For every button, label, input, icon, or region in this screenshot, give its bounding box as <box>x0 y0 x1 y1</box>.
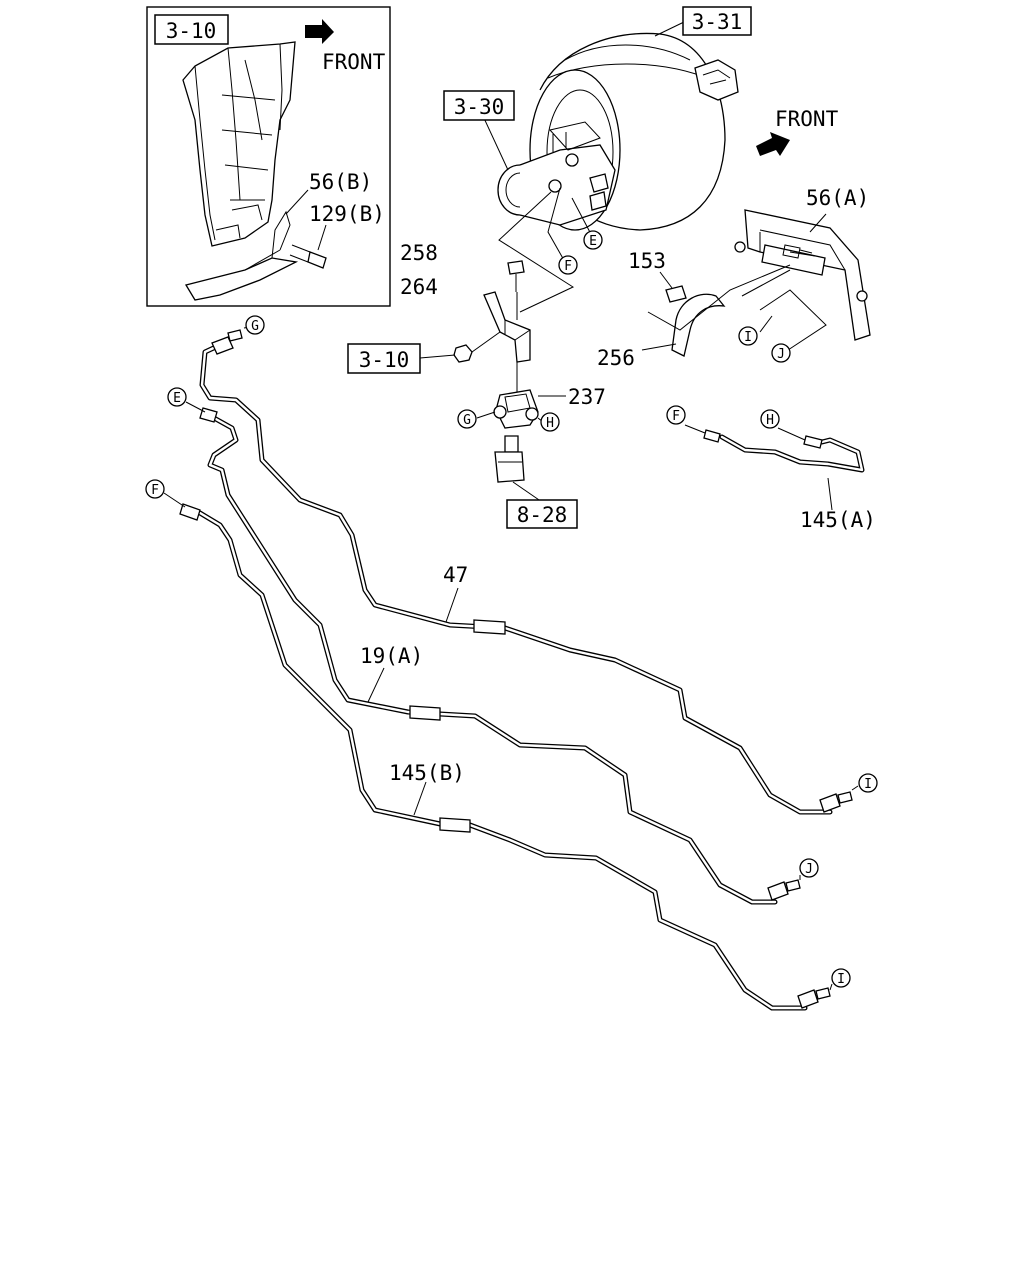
svg-text:J: J <box>805 862 813 877</box>
part-label-258: 258 <box>400 241 438 265</box>
marker-j-19a: J <box>799 858 819 878</box>
front-arrow-icon <box>756 132 790 156</box>
svg-text:J: J <box>777 347 785 362</box>
ref-box-3-30: 3-30 <box>443 90 515 121</box>
svg-text:I: I <box>864 777 872 792</box>
bolt-153-icon <box>665 285 687 303</box>
marker-i-47: I <box>858 773 878 793</box>
marker-g-valve: G <box>457 409 477 429</box>
front-label-main: FRONT <box>775 107 839 131</box>
marker-h-valve: H <box>540 412 560 432</box>
svg-text:F: F <box>151 483 159 498</box>
pipe-145a <box>703 429 865 473</box>
part-label-237: 237 <box>568 385 606 409</box>
part-label-145a: 145(A) <box>800 508 876 532</box>
part-label-256: 256 <box>597 346 635 370</box>
pipe-47 <box>199 342 833 815</box>
marker-h-145a: H <box>760 409 780 429</box>
marker-e-19a: E <box>167 387 187 407</box>
svg-text:G: G <box>463 413 471 428</box>
svg-text:F: F <box>672 409 680 424</box>
svg-text:H: H <box>546 416 554 431</box>
svg-text:8-28: 8-28 <box>517 503 568 527</box>
pipe-fittings <box>179 329 853 1009</box>
part-label-56a: 56(A) <box>806 186 869 210</box>
part-label-264: 264 <box>400 275 438 299</box>
svg-text:3-10: 3-10 <box>166 19 217 43</box>
front-label-inset: FRONT <box>322 50 386 74</box>
marker-g-47: G <box>245 315 265 335</box>
part-label-153: 153 <box>628 249 666 273</box>
inset-panel <box>146 6 391 307</box>
svg-text:3-30: 3-30 <box>454 95 505 119</box>
part-label-56b: 56(B) <box>309 170 372 194</box>
bracket-56a <box>734 209 871 341</box>
svg-text:G: G <box>251 319 259 334</box>
part-label-145b: 145(B) <box>389 761 465 785</box>
marker-i-bracket: I <box>738 326 758 346</box>
ref-box-3-31: 3-31 <box>682 6 752 36</box>
bracket-264 <box>483 291 531 363</box>
marker-j-bracket: J <box>771 343 791 363</box>
ref-box-8-28: 8-28 <box>506 499 578 529</box>
pipe-145b <box>197 510 808 1011</box>
svg-text:FRONT: FRONT <box>322 50 386 74</box>
marker-f-145a: F <box>666 405 686 425</box>
svg-text:E: E <box>173 391 181 406</box>
valve-237 <box>493 389 539 429</box>
svg-text:I: I <box>837 972 845 987</box>
marker-f-top: F <box>558 255 578 275</box>
bolt-129b-icon <box>289 244 327 269</box>
svg-text:3-10: 3-10 <box>359 348 410 372</box>
front-arrow-icon <box>305 19 334 44</box>
clip-256 <box>671 293 726 357</box>
nut-icon <box>453 344 473 363</box>
svg-text:F: F <box>564 259 572 274</box>
svg-text:I: I <box>744 330 752 345</box>
marker-e-top: E <box>583 230 603 250</box>
pipe-19a <box>207 415 778 905</box>
svg-text:FRONT: FRONT <box>775 107 839 131</box>
marker-i-145b: I <box>831 968 851 988</box>
svg-text:H: H <box>766 413 774 428</box>
part-label-19a: 19(A) <box>360 644 423 668</box>
ref-box-3-10-inset: 3-10 <box>154 14 229 45</box>
svg-text:E: E <box>589 234 597 249</box>
master-cylinder <box>497 121 616 226</box>
part-label-47: 47 <box>443 563 468 587</box>
ref-box-3-10-main: 3-10 <box>347 343 421 374</box>
svg-text:3-31: 3-31 <box>692 10 743 34</box>
marker-f-145b: F <box>145 479 165 499</box>
part-label-129b: 129(B) <box>309 202 385 226</box>
bolt-258-icon <box>507 260 525 292</box>
pressure-switch-8-28 <box>494 435 525 483</box>
